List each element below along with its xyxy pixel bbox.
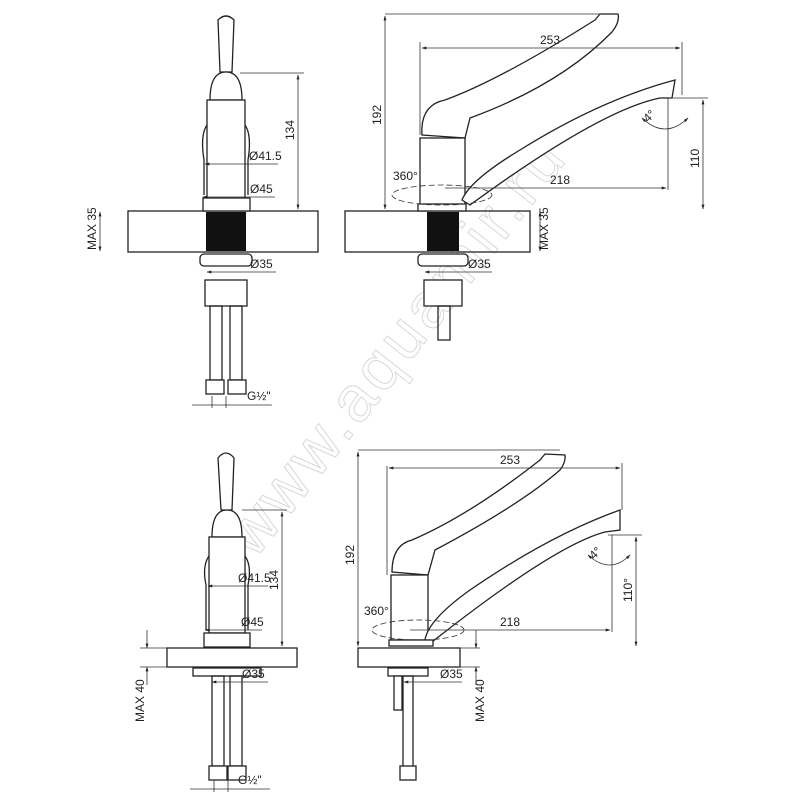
- dim-thread: G½": [247, 389, 271, 403]
- dim-body-diameter: Ø41.5: [238, 571, 271, 585]
- cartridge-cap: [211, 509, 243, 538]
- dim-base-diameter: Ø45: [250, 182, 273, 196]
- lever-handle: [391, 453, 566, 576]
- mounting-shank: [427, 212, 459, 251]
- dim-rotation: 360°: [393, 169, 418, 183]
- dim-shank-diameter: Ø35: [468, 257, 491, 271]
- lever-handle: [217, 452, 235, 511]
- countertop-section: [357, 647, 461, 668]
- base-ring: [388, 639, 434, 647]
- lever-handle: [217, 15, 235, 73]
- dim-counter-thickness: MAX 40: [133, 679, 147, 722]
- base-ring: [202, 197, 251, 212]
- mounting-shank: [206, 212, 246, 251]
- cartridge-cap: [209, 71, 243, 101]
- hose: [437, 305, 451, 341]
- hose-nut-right: [227, 379, 247, 395]
- hose-right: [229, 305, 243, 381]
- dim-rotation: 360°: [364, 604, 389, 618]
- dim-counter-thickness: MAX 35: [85, 207, 99, 250]
- dim-spout-height: 110: [688, 149, 702, 168]
- hose-left: [211, 675, 225, 767]
- spout: [461, 79, 676, 206]
- faucet-body: [206, 99, 246, 199]
- hose-right: [229, 675, 243, 767]
- spout: [424, 509, 621, 643]
- dim-shank-diameter: Ø35: [242, 667, 265, 681]
- dim-height: 134: [283, 120, 297, 140]
- dim-spout-reach: 218: [500, 615, 520, 629]
- countertop-section: [166, 647, 298, 668]
- dim-counter-thickness: MAX 40: [473, 679, 487, 722]
- dim-thread: G½": [238, 773, 262, 787]
- faucet-body: [390, 574, 429, 641]
- rotation-indicator: [391, 184, 493, 206]
- base-ring: [203, 632, 251, 648]
- hose-nut-left: [205, 379, 225, 395]
- dim-body-diameter: Ø41.5: [249, 149, 282, 163]
- dim-total-height: 192: [370, 105, 384, 125]
- top-front-view: 134 Ø41.5 Ø45 MAX 35 Ø35 G½": [85, 15, 319, 408]
- dim-counter-thickness: MAX 35: [537, 207, 551, 250]
- bottom-front-view: 134 Ø41.5 Ø45 MAX 40 Ø35 G½": [133, 452, 298, 792]
- dim-shank-diameter: Ø35: [440, 667, 463, 681]
- dim-shank-diameter: Ø35: [250, 257, 273, 271]
- dim-spout-height: 110°: [621, 578, 635, 602]
- dim-tilt: 4°: [586, 544, 604, 562]
- mounting-nut: [192, 667, 262, 677]
- dim-total-height: 192: [343, 545, 357, 565]
- dim-reach: 253: [500, 453, 520, 467]
- fixing-stud: [393, 675, 403, 711]
- faucet-body: [419, 137, 466, 206]
- hose-nut-left: [208, 765, 228, 781]
- dim-spout-reach: 218: [550, 173, 570, 187]
- hose-nut-right: [227, 765, 247, 781]
- dim-height: 134: [267, 570, 281, 590]
- dim-reach: 253: [540, 33, 560, 47]
- hose-nut: [399, 765, 417, 781]
- shank-nut: [199, 253, 253, 267]
- mounting-nut: [387, 667, 429, 677]
- connector-block: [204, 279, 248, 307]
- bottom-side-view: 192 253 110° 218 360° 4° MAX 40 Ø35: [343, 449, 642, 781]
- base-ring: [417, 203, 467, 212]
- hose: [402, 675, 414, 769]
- connector-block: [423, 279, 463, 307]
- shank-nut: [417, 253, 469, 267]
- dim-base-diameter: Ø45: [241, 615, 264, 629]
- faucet-body: [208, 536, 246, 634]
- lever-handle: [421, 13, 620, 139]
- dim-tilt: 4°: [640, 107, 658, 125]
- hose-left: [209, 305, 223, 381]
- top-side-view: 192 253 110 218 360° 4° MAX 35 Ø35: [344, 13, 708, 341]
